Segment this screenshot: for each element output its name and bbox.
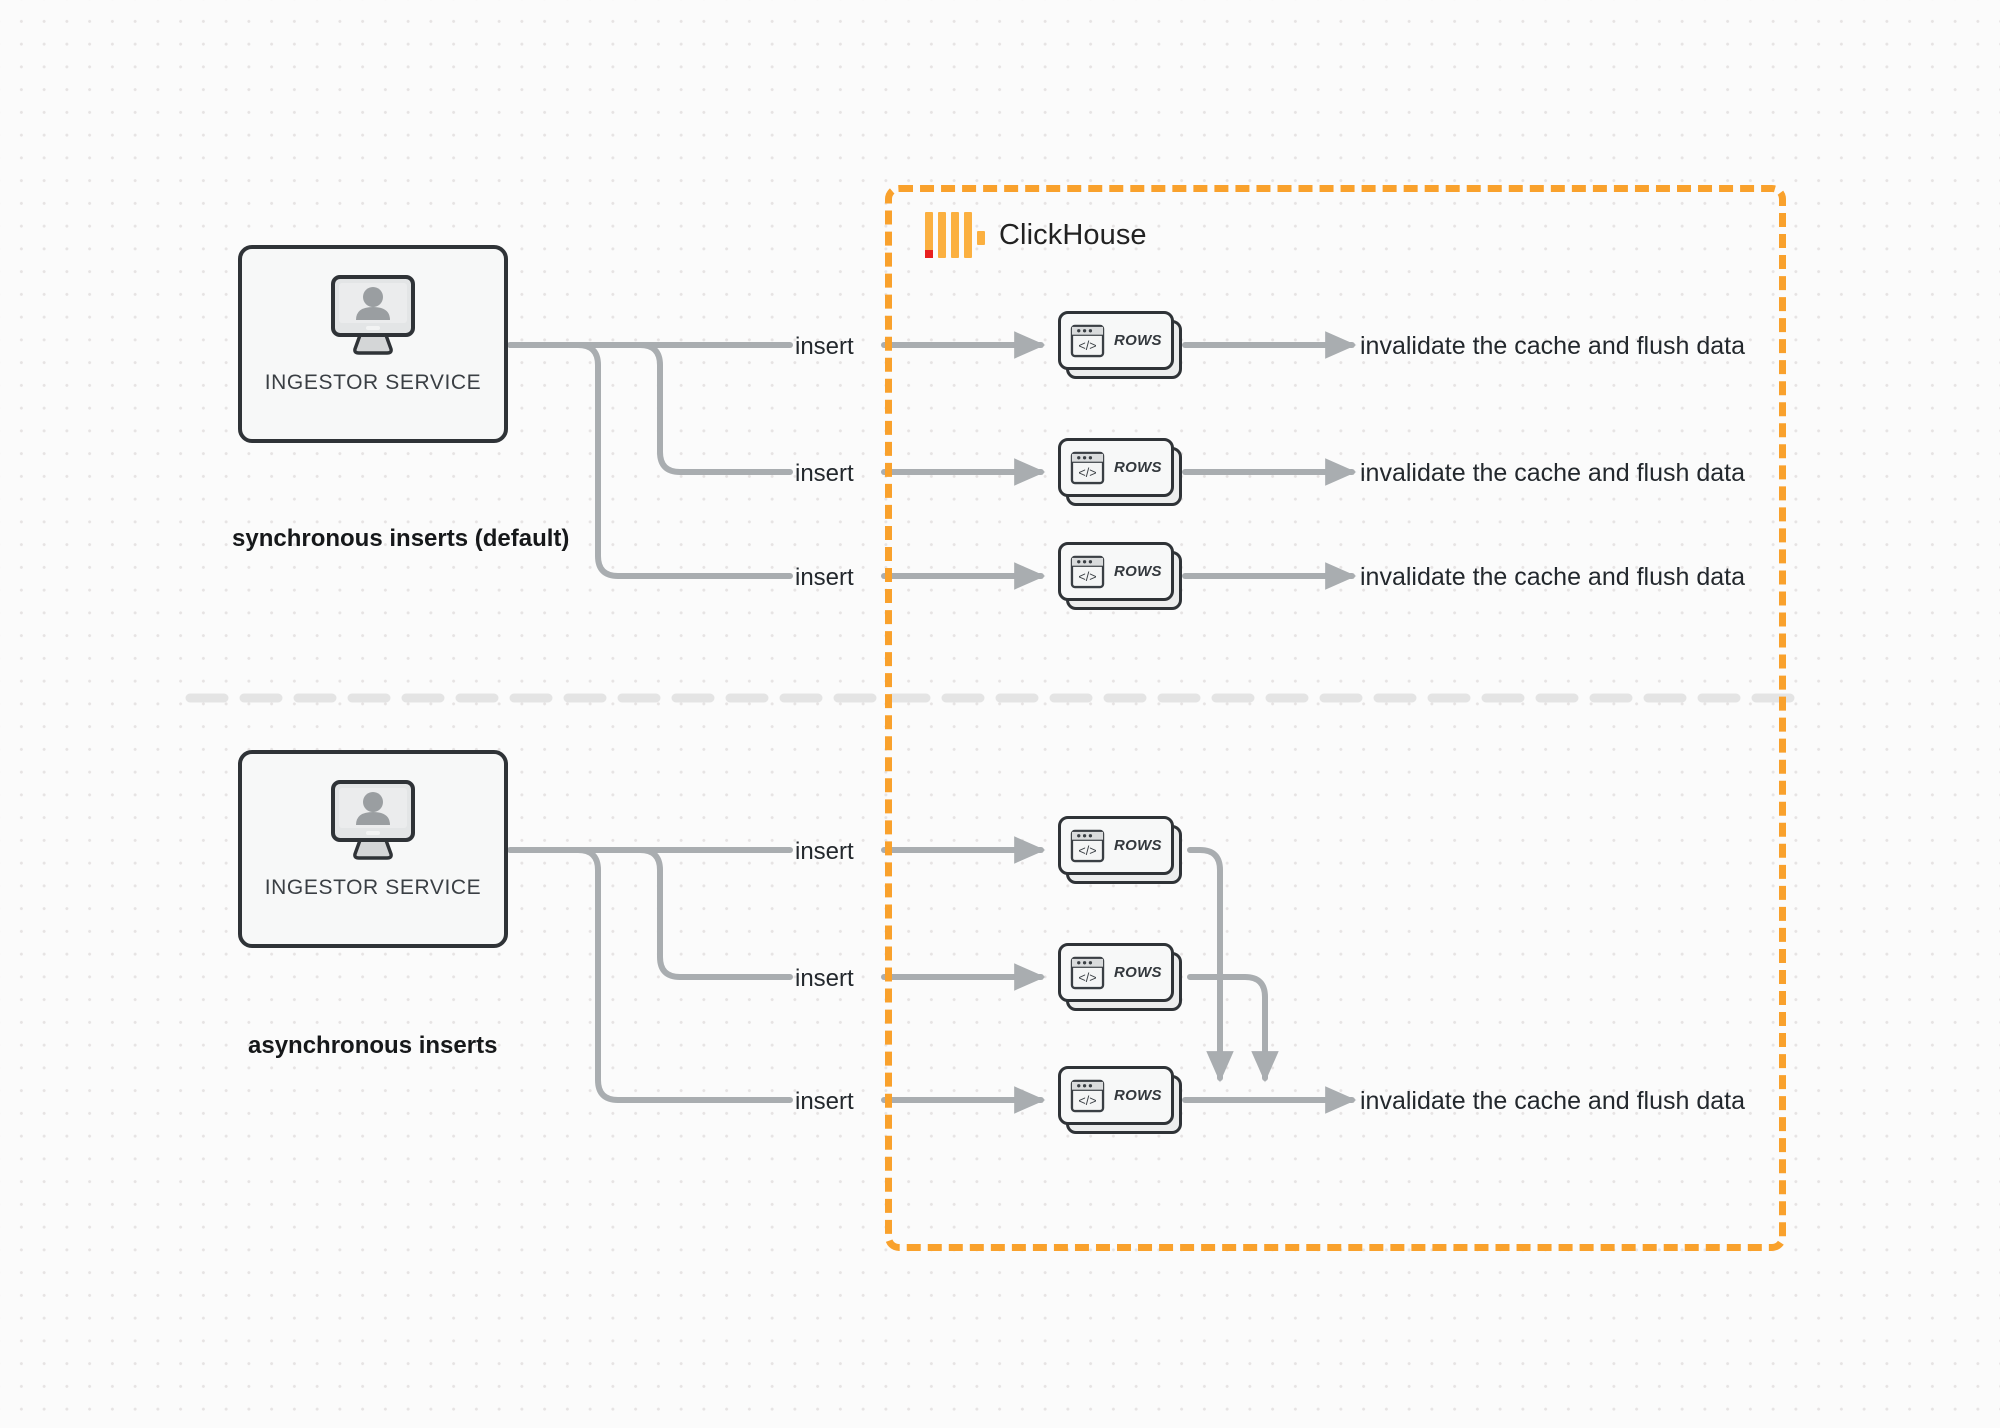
mode-label-synchronous: synchronous inserts (default) bbox=[232, 525, 570, 552]
rows-card-async-1[interactable]: </> ROWS bbox=[1058, 816, 1182, 884]
ingestor-service-label: INGESTOR SERVICE bbox=[264, 371, 482, 394]
sync-branch-2 bbox=[597, 342, 793, 475]
rows-card-label: ROWS bbox=[1114, 459, 1162, 476]
rows-card-front: </> ROWS bbox=[1058, 438, 1174, 497]
rows-card-async-2[interactable]: </> ROWS bbox=[1058, 943, 1182, 1011]
rows-card-sync-1[interactable]: </> ROWS bbox=[1058, 311, 1182, 379]
sync-branch-3 bbox=[557, 342, 793, 579]
rows-card-sync-2[interactable]: </> ROWS bbox=[1058, 438, 1182, 506]
svg-text:</>: </> bbox=[1078, 466, 1096, 480]
ingestor-service-async[interactable]: INGESTOR SERVICE bbox=[238, 750, 508, 948]
code-window-icon: </> bbox=[1070, 956, 1105, 989]
rows-card-label: ROWS bbox=[1114, 332, 1162, 349]
rows-card-label: ROWS bbox=[1114, 837, 1162, 854]
rows-card-async-3[interactable]: </> ROWS bbox=[1058, 1066, 1182, 1134]
code-window-icon: </> bbox=[1070, 555, 1105, 588]
insert-label-async-2: insert bbox=[795, 965, 854, 992]
code-window-icon: </> bbox=[1070, 451, 1105, 484]
result-label-sync-1: invalidate the cache and flush data bbox=[1360, 332, 1745, 360]
monitor-user-icon bbox=[325, 273, 421, 361]
ingestor-service-label: INGESTOR SERVICE bbox=[264, 876, 482, 899]
svg-text:</>: </> bbox=[1078, 1094, 1096, 1108]
mode-label-asynchronous: asynchronous inserts bbox=[248, 1032, 498, 1059]
code-window-icon: </> bbox=[1070, 829, 1105, 862]
async-merge-from-card-2 bbox=[1187, 974, 1279, 1083]
clickhouse-header: ClickHouse bbox=[925, 212, 1147, 258]
insert-label-sync-1: insert bbox=[795, 333, 854, 360]
rows-card-front: </> ROWS bbox=[1058, 1066, 1174, 1125]
rows-card-label: ROWS bbox=[1114, 964, 1162, 981]
insert-label-sync-2: insert bbox=[795, 460, 854, 487]
insert-label-async-1: insert bbox=[795, 838, 854, 865]
code-window-icon: </> bbox=[1070, 1079, 1105, 1112]
rows-card-front: </> ROWS bbox=[1058, 816, 1174, 875]
async-merge-from-card-1 bbox=[1187, 847, 1234, 1083]
async-branch-3 bbox=[557, 847, 793, 1103]
insert-label-async-3: insert bbox=[795, 1088, 854, 1115]
code-window-icon: </> bbox=[1070, 324, 1105, 357]
svg-text:</>: </> bbox=[1078, 844, 1096, 858]
clickhouse-logo-icon bbox=[925, 212, 985, 258]
rows-card-front: </> ROWS bbox=[1058, 943, 1174, 1002]
svg-text:</>: </> bbox=[1078, 971, 1096, 985]
result-label-sync-2: invalidate the cache and flush data bbox=[1360, 459, 1745, 487]
rows-card-front: </> ROWS bbox=[1058, 542, 1174, 601]
clickhouse-name: ClickHouse bbox=[999, 218, 1147, 251]
clickhouse-boundary bbox=[885, 185, 1786, 1251]
ingestor-service-sync[interactable]: INGESTOR SERVICE bbox=[238, 245, 508, 443]
monitor-user-icon bbox=[325, 778, 421, 866]
insert-label-sync-3: insert bbox=[795, 564, 854, 591]
rows-card-label: ROWS bbox=[1114, 563, 1162, 580]
rows-card-sync-3[interactable]: </> ROWS bbox=[1058, 542, 1182, 610]
svg-text:</>: </> bbox=[1078, 570, 1096, 584]
rows-card-label: ROWS bbox=[1114, 1087, 1162, 1104]
svg-text:</>: </> bbox=[1078, 339, 1096, 353]
result-label-sync-3: invalidate the cache and flush data bbox=[1360, 563, 1745, 591]
rows-card-front: </> ROWS bbox=[1058, 311, 1174, 370]
result-label-async: invalidate the cache and flush data bbox=[1360, 1087, 1745, 1115]
async-branch-2 bbox=[597, 847, 793, 980]
